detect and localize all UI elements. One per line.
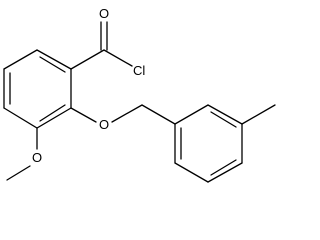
ring1-bond-a [36,49,72,70]
ring-to-ether-oxygen-bond [70,107,97,123]
carbonyl-oxygen-label: O [99,6,109,21]
ring1-bond-f [3,49,38,70]
ring1-double-a [39,56,66,73]
ether-oxygen-to-ch2-bond [111,104,143,123]
ring2-bond-b [207,104,243,125]
ether-oxygen-label: O [99,117,109,132]
ring2-bond-e [174,162,209,183]
ch2-to-ring2-bond [141,104,176,125]
ring1-double-b [39,104,66,122]
ring2-double-a [210,111,237,128]
ring2-bond-d [207,162,243,183]
ring-to-carbonyl-bond [70,49,105,70]
ring2-bond-a [174,104,209,125]
chlorine-label: Cl [133,63,145,78]
bond-lines [3,21,276,183]
ring1-bond-c [36,107,72,129]
chemical-structure-diagram: O Cl O O [3,6,276,183]
atom-labels: O Cl O O [32,6,145,165]
ring1-bond-d [3,107,38,129]
methoxy-oxygen-label: O [32,150,42,165]
ring2-to-methyl-bond [241,104,276,125]
carbon-chlorine-bond [103,49,133,67]
methoxy-oxygen-to-methyl-bond [6,165,31,181]
ring2-double-b [210,159,237,176]
